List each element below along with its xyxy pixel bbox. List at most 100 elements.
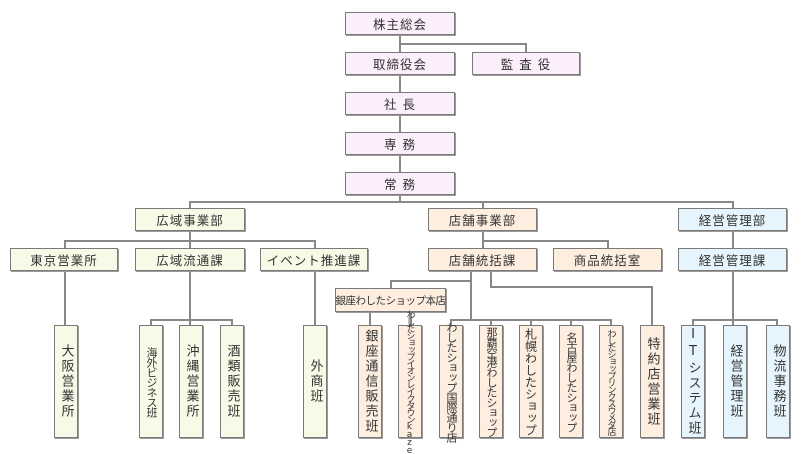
- node-label: 広域事業部: [156, 213, 224, 228]
- connector: [189, 271, 191, 325]
- connector: [410, 312, 412, 325]
- node-president: 社 長: [345, 92, 455, 115]
- node-label: 広域流通課: [156, 253, 224, 268]
- connector: [189, 231, 191, 248]
- connector: [776, 319, 778, 325]
- connector: [369, 312, 371, 325]
- connector: [150, 319, 232, 321]
- connector: [692, 319, 778, 321]
- node-aeon-laketown-store: わしたショップイオンレイクタウンkaze: [398, 310, 422, 454]
- node-label: 銀座通信販売班: [362, 329, 378, 434]
- connector: [525, 43, 527, 52]
- node-label: 銀座わしたショップ本店: [335, 294, 447, 307]
- node-ginza-flagship: 銀座わしたショップ本店: [335, 288, 446, 312]
- connector: [651, 286, 653, 325]
- node-osaka-office: 大阪営業所: [54, 325, 78, 438]
- connector: [390, 280, 471, 282]
- node-label: 株主総会: [372, 17, 427, 32]
- connector: [150, 319, 152, 325]
- node-outside-sales: 外商班: [303, 325, 327, 438]
- node-okinawa-office: 沖縄営業所: [179, 325, 203, 438]
- node-ginza-mail-order: 銀座通信販売班: [358, 325, 382, 438]
- node-kokusai-dori-store: わしたショップ国際通り店: [439, 322, 463, 442]
- node-label: 札幌わしたショップ: [523, 327, 538, 436]
- connector: [490, 286, 653, 288]
- node-label: 物流事務班: [770, 344, 786, 419]
- node-management-team: 経営管理班: [723, 325, 747, 438]
- node-label: イベント推進課: [266, 253, 362, 268]
- connector: [399, 43, 527, 45]
- connector: [732, 231, 734, 248]
- node-liquor-sales: 酒類販売班: [220, 325, 244, 438]
- node-label: 専 務: [384, 137, 416, 152]
- connector: [482, 201, 484, 208]
- node-tokyo-office: 東京営業所: [10, 248, 118, 271]
- node-store-management: 店舗統括課: [428, 248, 537, 271]
- node-auditor: 監 査 役: [472, 52, 580, 75]
- connector: [482, 240, 609, 242]
- connector: [732, 271, 734, 325]
- node-store-division: 店舗事業部: [428, 208, 537, 231]
- node-label: 外商班: [307, 359, 323, 404]
- connector: [450, 319, 452, 325]
- connector: [692, 319, 694, 325]
- node-label: 特約店営業班: [644, 336, 660, 427]
- connector: [64, 271, 66, 325]
- node-label: 東京営業所: [30, 253, 98, 268]
- connector: [490, 271, 492, 288]
- node-label: 常 務: [384, 177, 416, 192]
- connector: [64, 240, 66, 248]
- node-sapporo-store: 札幌わしたショップ: [519, 325, 543, 438]
- node-label: 商品統括室: [573, 253, 642, 268]
- connector: [607, 240, 609, 248]
- connector: [570, 319, 572, 325]
- connector: [732, 201, 734, 208]
- node-label: 社 長: [384, 97, 416, 112]
- node-label: 経営管理班: [727, 344, 743, 419]
- node-shareholders-meeting: 株主総会: [345, 12, 455, 35]
- node-label: わしたショップ国際通り店: [445, 321, 458, 442]
- node-logistics-office: 物流事務班: [766, 325, 790, 438]
- node-agent-sales: 特約店営業班: [640, 325, 664, 438]
- node-management-section: 経営管理課: [678, 248, 787, 271]
- node-label: 沖縄営業所: [183, 344, 199, 419]
- connector: [231, 319, 233, 325]
- node-event-promotion: イベント推進課: [260, 248, 368, 271]
- node-label: 店舗統括課: [448, 253, 517, 268]
- node-label: 那覇空港わしたショップ: [485, 326, 498, 437]
- node-label: 酒類販売班: [224, 344, 240, 419]
- connector: [189, 201, 191, 208]
- node-nagoya-store: 名古屋わしたショップ: [559, 325, 583, 438]
- node-label: わしたショップイオンレイクタウンkaze: [404, 309, 415, 454]
- node-label: 店舗事業部: [448, 213, 517, 228]
- node-management-division: 経営管理部: [678, 208, 787, 231]
- node-label: 経営管理部: [698, 213, 767, 228]
- node-senior-managing-director: 専 務: [345, 132, 455, 155]
- node-managing-director: 常 務: [345, 172, 455, 195]
- connector: [189, 201, 734, 203]
- node-wide-area-division: 広域事業部: [135, 208, 245, 231]
- node-board-of-directors: 取締役会: [345, 52, 455, 75]
- connector: [314, 240, 316, 248]
- connector: [530, 319, 532, 325]
- node-it-systems: ITシステム班: [681, 325, 705, 438]
- connector: [390, 280, 392, 288]
- connector: [482, 231, 484, 248]
- node-naha-airport-store: 那覇空港わしたショップ: [479, 325, 503, 438]
- node-overseas-business: 海外ビジネス班: [139, 325, 163, 438]
- node-label: 経営管理課: [698, 253, 767, 268]
- node-label: 取締役会: [372, 57, 427, 72]
- node-links-umeda-store: わしたショップリンクスウメダ店: [599, 325, 623, 438]
- connector: [490, 319, 492, 325]
- node-merchandise-office: 商品統括室: [553, 248, 662, 271]
- connector: [64, 240, 316, 242]
- node-label: 監 査 役: [500, 57, 552, 72]
- node-label: 名古屋わしたショップ: [565, 331, 578, 432]
- connector: [314, 271, 316, 325]
- connector: [470, 271, 472, 320]
- node-label: 大阪営業所: [58, 344, 74, 419]
- node-label: ITシステム班: [685, 327, 701, 436]
- connector: [399, 195, 401, 202]
- node-label: わしたショップリンクスウメダ店: [605, 329, 616, 434]
